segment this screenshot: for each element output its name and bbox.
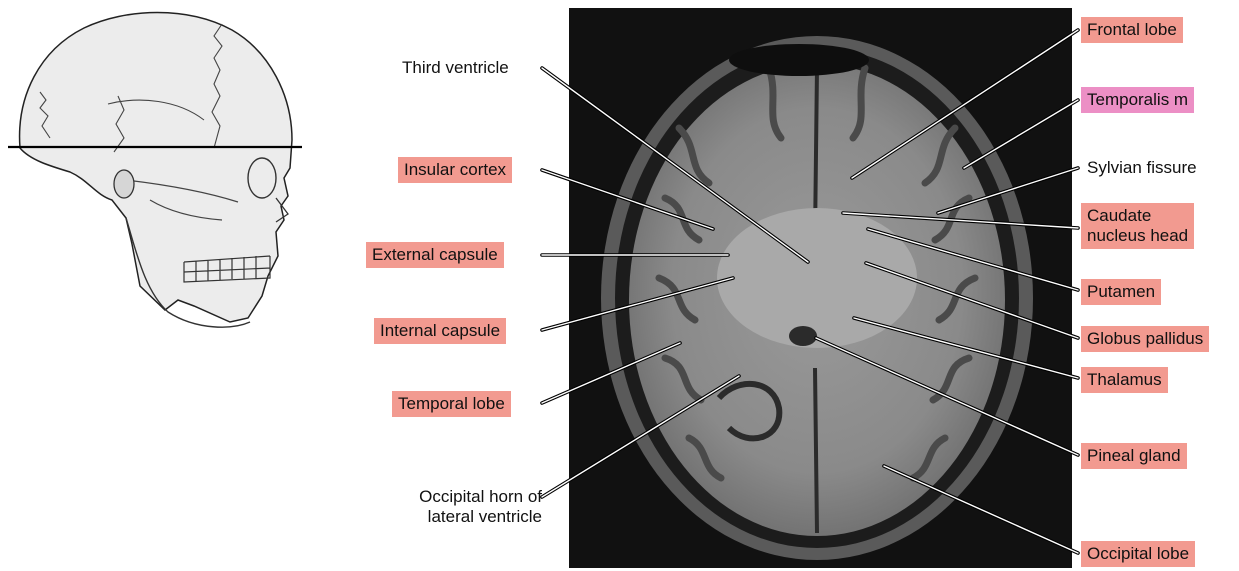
label-caudate-line1: Caudate	[1087, 206, 1188, 226]
label-caudate-nucleus-head: Caudate nucleus head	[1081, 203, 1194, 249]
label-occipital-horn: Occipital horn of lateral ventricle	[374, 484, 548, 530]
label-internal-capsule: Internal capsule	[374, 318, 506, 344]
leader-line-group-white	[542, 30, 1078, 553]
label-temporalis-m: Temporalis m	[1081, 87, 1194, 113]
label-external-capsule: External capsule	[366, 242, 504, 268]
leader-line-group-black	[542, 30, 1078, 553]
label-sylvian-fissure: Sylvian fissure	[1081, 155, 1203, 181]
label-occipital-horn-line1: Occipital horn of	[380, 487, 542, 507]
label-insular-cortex: Insular cortex	[398, 157, 512, 183]
label-third-ventricle: Third ventricle	[396, 55, 515, 81]
label-putamen: Putamen	[1081, 279, 1161, 305]
label-pineal-gland: Pineal gland	[1081, 443, 1187, 469]
label-occipital-horn-line2: lateral ventricle	[380, 507, 542, 527]
label-caudate-line2: nucleus head	[1087, 226, 1188, 246]
label-frontal-lobe: Frontal lobe	[1081, 17, 1183, 43]
label-globus-pallidus: Globus pallidus	[1081, 326, 1209, 352]
label-occipital-lobe: Occipital lobe	[1081, 541, 1195, 567]
label-thalamus: Thalamus	[1081, 367, 1168, 393]
label-temporal-lobe: Temporal lobe	[392, 391, 511, 417]
